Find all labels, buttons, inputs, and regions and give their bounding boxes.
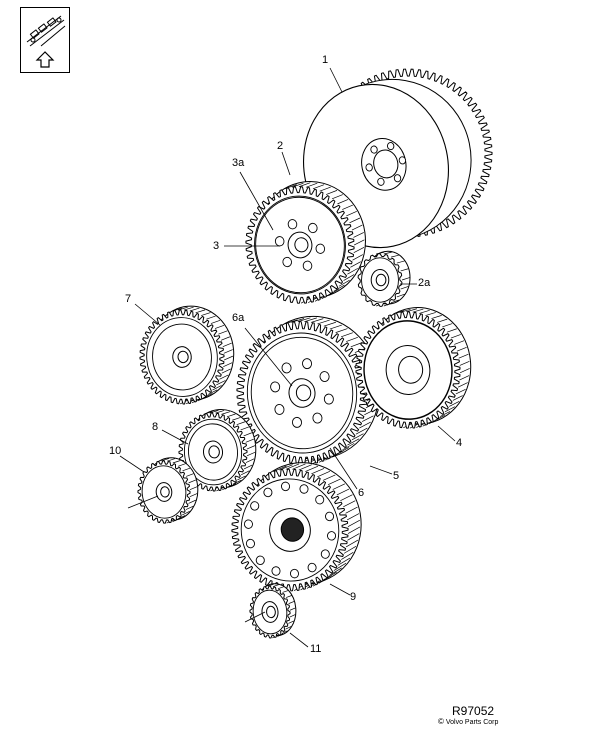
callout-4: 4 [456,437,462,449]
up-arrow-icon [35,51,55,68]
callout-2: 2 [277,140,283,152]
gear-9-crank [231,462,362,592]
callout-3a: 3a [232,157,245,169]
drawing-reference: R97052 [452,704,495,718]
gear-2a-small [357,250,411,307]
callout-6a: 6a [232,312,245,324]
copyright-notice: © Volvo Parts Corp [438,717,498,726]
callout-7: 7 [125,293,131,305]
leader-line-11 [289,632,309,648]
leader-line-4 [437,425,456,442]
callout-8: 8 [152,421,158,433]
gear-train [137,68,493,639]
callout-6: 6 [358,487,364,499]
callout-9: 9 [350,591,356,603]
leader-line-1 [329,67,343,93]
copyright-text: Volvo Parts Corp [445,719,499,726]
callout-2a: 2a [418,277,431,289]
orientation-box [20,7,70,73]
leader-lines [119,67,456,648]
leader-line-5 [369,465,393,475]
copyright-symbol: © [438,717,444,726]
leader-line-10 [119,455,145,473]
callout-1: 1 [322,54,328,66]
leader-line-6 [329,447,358,490]
callout-5: 5 [393,470,399,482]
callout-10: 10 [109,445,121,457]
engine-orientation-icon [26,15,66,68]
gear-6-idler [236,315,381,465]
leader-line-10-shaft [127,495,159,509]
leader-line-11-shaft [244,611,266,623]
leader-line-7 [134,303,161,326]
leader-line-6a [244,327,293,387]
callout-11: 11 [310,643,321,655]
gear-11-small [249,583,297,639]
leader-line-2 [281,151,291,176]
leader-line-3a [239,171,274,231]
callout-labels: 1 2 2a 3a 3 4 5 6a 6 7 8 9 10 11 [109,54,462,655]
gear-10-pump [137,457,199,524]
gear-7-idler [139,305,235,405]
leader-line-8 [161,429,189,445]
leader-line-9 [329,583,351,596]
gear-1-flywheel [302,68,493,249]
gear-4-camshaft [355,307,472,429]
gear-8-small [178,408,257,492]
callout-3: 3 [213,240,219,252]
gear-2-drive [245,181,366,304]
